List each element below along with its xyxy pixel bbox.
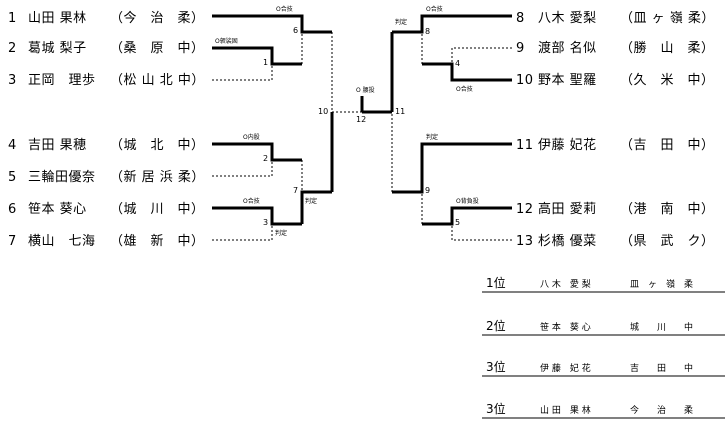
- left-entry-school: （城 川 中）: [110, 202, 205, 217]
- left-entry-school: （雄 新 中）: [110, 233, 205, 249]
- annotation-label: O背負投: [456, 197, 479, 205]
- right-entry-name: 伊藤 妃花: [538, 137, 597, 153]
- match-number: 6: [293, 26, 298, 35]
- right-entry-name: 八木 愛梨: [538, 11, 597, 26]
- annotation-label: 判定: [426, 133, 438, 141]
- bracket-line: [331, 32, 362, 113]
- rank-school: 皿 ヶ 嶺 柔: [630, 279, 693, 290]
- left-entry-name: 山田 果林: [28, 11, 87, 26]
- annotation-label: 判定: [275, 229, 287, 237]
- rank-school: 城 川 中: [630, 321, 693, 333]
- annotation-label: O内股: [243, 133, 260, 141]
- bracket-line: [300, 190, 332, 224]
- left-entry-name: 吉田 果穂: [28, 138, 87, 153]
- bracket-line: [212, 14, 332, 34]
- rank-school: 吉 田 中: [630, 362, 693, 374]
- rankings: 1位 八 木 愛 梨 皿 ヶ 嶺 柔 2位 笹 本 葵 心 城 川 中 3位 伊…: [482, 275, 725, 419]
- left-entry-school: （新 居 浜 柔）: [110, 169, 205, 185]
- annotation-label: O 腰投: [356, 86, 375, 94]
- rank-label: 2位: [486, 318, 506, 333]
- rank-name: 伊 藤 妃 花: [540, 362, 591, 374]
- bracket-line: [212, 224, 273, 241]
- match-number: 3: [263, 218, 268, 227]
- left-entry-number: 6: [8, 202, 17, 217]
- bracket-line: [212, 64, 273, 81]
- match-numbers: 1 2 3 4 5 6 7 8 9 10 11 12: [263, 26, 460, 227]
- right-bracket-lines: [390, 14, 512, 241]
- right-entry-school: （皿 ヶ 嶺 柔）: [620, 11, 715, 26]
- annotation-label: O合技: [426, 5, 443, 13]
- left-entry-number: 7: [8, 234, 17, 249]
- bracket-line: [212, 142, 302, 162]
- left-entry-school: （今 治 柔）: [110, 10, 205, 26]
- bracket-line: [422, 206, 512, 226]
- bracket-line: [392, 142, 512, 194]
- left-entry-name: 笹本 葵心: [28, 201, 87, 217]
- rank-school: 今 治 柔: [630, 404, 693, 416]
- right-entry-school: （勝 山 柔）: [620, 41, 715, 56]
- left-entry-number: 5: [8, 170, 17, 185]
- right-entries: 8 八木 愛梨 （皿 ヶ 嶺 柔） 9 渡部 名似 （勝 山 柔） 10 野本 …: [516, 11, 715, 249]
- rank-label: 1位: [486, 275, 506, 290]
- rank-label: 3位: [486, 359, 506, 374]
- annotation-label: 判定: [395, 18, 407, 26]
- left-entry-school: （城 北 中）: [110, 138, 205, 153]
- rank-name: 山 田 果 林: [540, 404, 591, 416]
- right-entry-school: （久 米 中）: [620, 73, 715, 88]
- annotation-label: O合技: [456, 85, 473, 93]
- rank-name: 八 木 愛 梨: [540, 278, 591, 290]
- left-entry-name: 正岡 理歩: [28, 73, 96, 88]
- right-entry-name: 杉橋 優菜: [538, 234, 597, 249]
- match-number: 10: [318, 107, 328, 116]
- bracket-line: [212, 206, 302, 226]
- left-entry-number: 4: [8, 138, 17, 153]
- right-entry-school: （港 南 中）: [620, 201, 715, 217]
- left-entry-school: （松 山 北 中）: [110, 73, 205, 88]
- rank-label: 3位: [486, 401, 506, 416]
- match-number: 2: [263, 154, 268, 163]
- bracket-line: [212, 46, 302, 66]
- annotation-label: O袈裟固: [215, 37, 238, 45]
- match-number: 4: [455, 59, 460, 68]
- left-entry-number: 2: [8, 41, 17, 56]
- match-number: 1: [263, 58, 268, 67]
- right-entry-school: （吉 田 中）: [620, 138, 715, 153]
- right-entry-number: 13: [516, 234, 534, 249]
- left-entry-name: 横山 七海: [28, 234, 96, 249]
- right-entry-number: 12: [516, 202, 534, 217]
- left-bracket-lines: [212, 14, 362, 241]
- left-entry-number: 3: [8, 73, 17, 88]
- rank-name: 笹 本 葵 心: [540, 321, 591, 333]
- bracket-line: [451, 224, 512, 241]
- match-number: 8: [425, 27, 430, 36]
- bracket-line: [212, 160, 273, 177]
- left-entry-name: 三輪田優奈: [28, 169, 96, 185]
- right-entry-number: 10: [516, 73, 534, 88]
- right-entry-name: 野本 聖羅: [538, 73, 597, 88]
- right-entry-school: （県 武 ク）: [620, 234, 715, 249]
- left-entry-name: 葛城 梨子: [28, 41, 87, 56]
- bracket-line: [451, 47, 512, 64]
- right-entry-number: 8: [516, 11, 525, 26]
- left-entries: 1 山田 果林 （今 治 柔） 2 葛城 梨子 （桑 原 中） 3 正岡 理歩 …: [8, 10, 205, 249]
- bracket-line: [422, 62, 512, 82]
- match-number: 7: [293, 186, 298, 195]
- annotation-label: O合技: [276, 5, 293, 13]
- bracket-line: [392, 14, 512, 34]
- right-entry-number: 9: [516, 41, 525, 56]
- match-annotations: O合技 O袈裟固 O内股 O合技 判定 判定 O合技 判定 O合技 判定 O背負…: [215, 5, 479, 237]
- match-number: 5: [455, 218, 460, 227]
- match-number: 9: [425, 186, 430, 195]
- right-entry-name: 渡部 名似: [538, 40, 597, 56]
- left-entry-number: 1: [8, 11, 17, 26]
- right-entry-name: 高田 愛莉: [538, 201, 597, 217]
- match-number: 11: [395, 107, 405, 116]
- annotation-label: O合技: [243, 197, 260, 205]
- left-entry-school: （桑 原 中）: [110, 41, 205, 56]
- annotation-label: 判定: [305, 197, 317, 205]
- match-number: 12: [356, 115, 366, 124]
- final-lines: [360, 96, 392, 114]
- right-entry-number: 11: [516, 138, 534, 153]
